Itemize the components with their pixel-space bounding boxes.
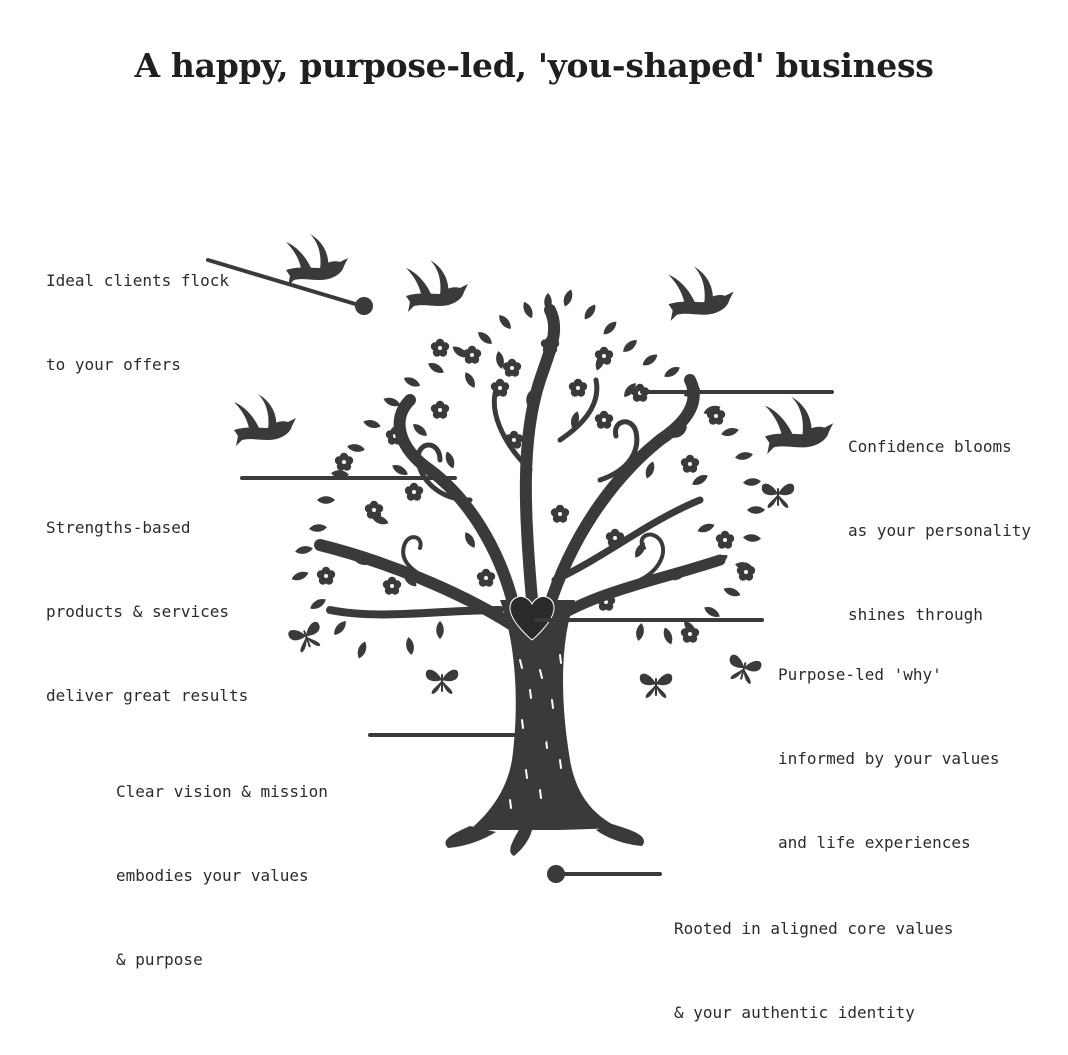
annotation-strengths: Strengths-based products & services deli…: [46, 458, 248, 738]
annotation-purpose: Purpose-led 'why' informed by your value…: [778, 605, 1000, 885]
connector-dot-roots: [547, 865, 565, 883]
tree-illustration: [290, 288, 765, 856]
annotation-roots: Rooted in aligned core values & your aut…: [674, 859, 953, 1055]
tree-branches: [320, 310, 720, 640]
connector-dot-vision: [531, 726, 549, 744]
annotation-vision: Clear vision & mission embodies your val…: [116, 722, 328, 1002]
connector-dot-clients: [355, 297, 373, 315]
tree-trunk: [470, 600, 620, 830]
annotation-clients: Ideal clients flock to your offers: [46, 211, 229, 407]
